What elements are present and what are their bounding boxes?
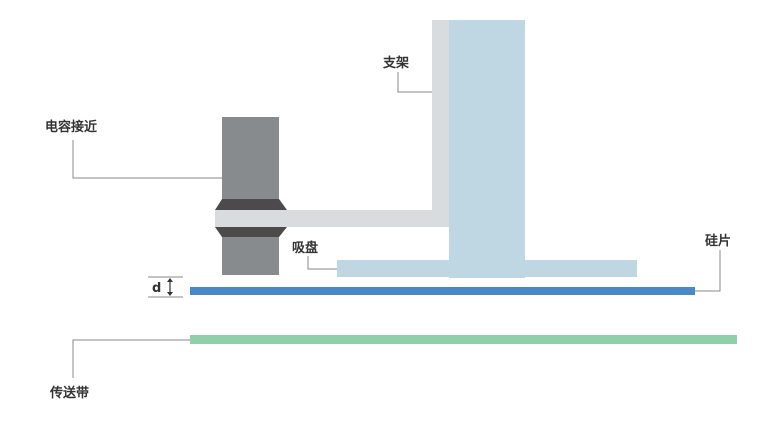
conveyor-leader (72, 339, 190, 378)
suction-cup-plate (337, 260, 637, 277)
support-column (449, 20, 525, 278)
sensor-nut-top (215, 199, 287, 210)
label-capacitive-sensor: 电容接近 (45, 119, 97, 135)
capacitive-sensor-body (222, 117, 279, 275)
silicon-wafer (190, 287, 695, 295)
conveyor-belt (190, 335, 737, 344)
bracket-horizontal (215, 210, 449, 227)
suction-cup-leader (307, 256, 337, 270)
bracket-leader (397, 72, 432, 93)
bracket-vertical (432, 20, 449, 227)
label-wafer: 硅片 (705, 233, 731, 249)
sensor-leader (72, 140, 222, 179)
sensor-nut-bottom (215, 227, 287, 237)
double-arrow-icon (167, 278, 173, 296)
wafer-leader (695, 250, 721, 292)
label-gap: d (152, 281, 161, 296)
label-bracket: 支架 (382, 55, 409, 71)
label-suction-cup: 吸盘 (292, 240, 318, 256)
label-conveyor: 传送带 (49, 385, 89, 401)
